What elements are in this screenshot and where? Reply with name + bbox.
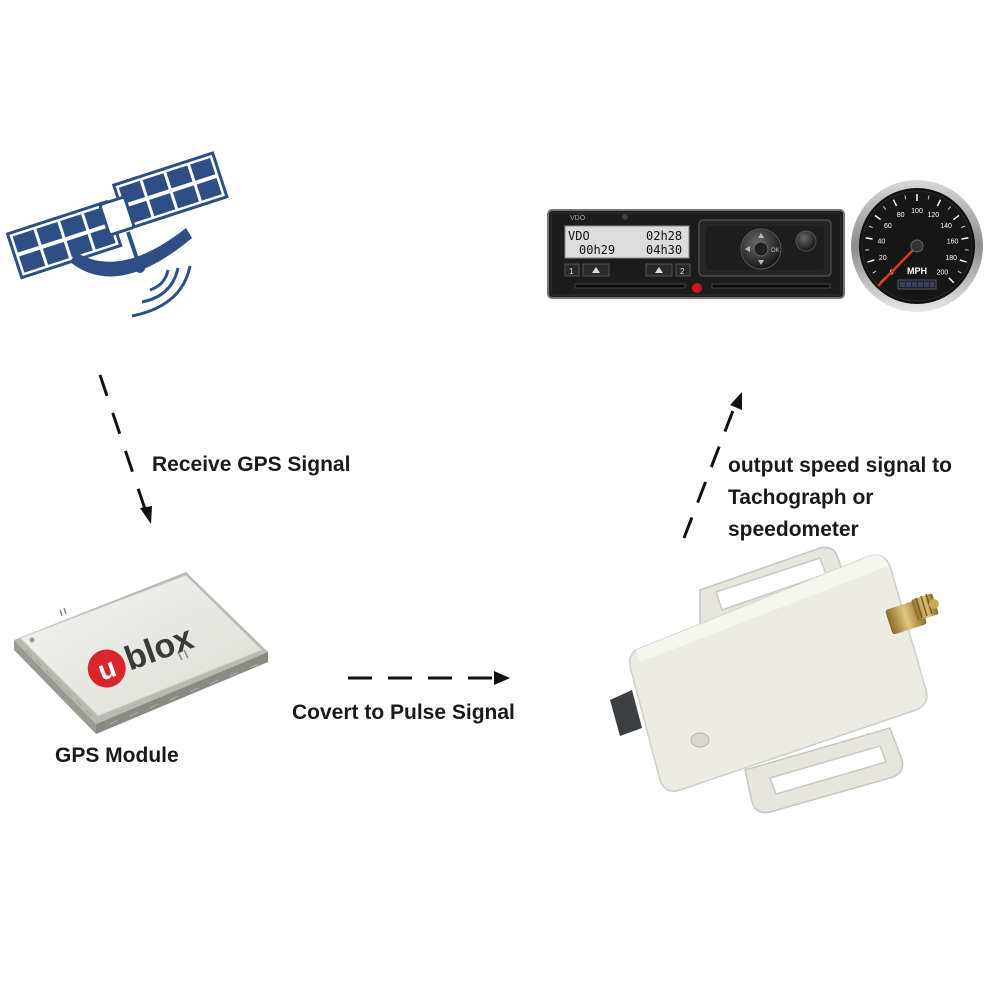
arrow-covert (348, 671, 510, 685)
speedometer-number: 100 (911, 208, 923, 215)
pulse-converter (610, 547, 939, 812)
speedometer-number: 40 (878, 238, 886, 245)
tachograph-button-1: 1 (569, 267, 574, 276)
display-line2-right: 04h30 (646, 243, 682, 257)
label-covert-to-pulse-signal: Covert to Pulse Signal (292, 700, 515, 726)
label-gps-module: GPS Module (55, 743, 179, 769)
tachograph-button-2: 2 (680, 267, 685, 276)
gps-module: u blox (14, 572, 268, 734)
speedometer-number: 20 (879, 255, 887, 262)
display-line1-left: VDO (568, 229, 590, 243)
display-line2-left: 00h29 (579, 243, 615, 257)
speedometer-number: 200 (937, 269, 949, 276)
label-receive-gps-signal: Receive GPS Signal (152, 452, 350, 478)
speedometer: 020406080100120140160180200 MPH (851, 180, 983, 312)
speedometer-number: 160 (947, 238, 959, 245)
speedometer-number: 120 (927, 212, 939, 219)
speedometer-number: 60 (884, 223, 892, 230)
tachograph-ok: OK (771, 248, 780, 254)
speedometer-number: 80 (897, 212, 905, 219)
arrow-receive (100, 375, 152, 524)
display-line1-right: 02h28 (646, 229, 682, 243)
tachograph-brand: VDO (570, 215, 586, 222)
speedometer-number: 180 (945, 255, 957, 262)
speedometer-number: 140 (940, 223, 952, 230)
label-output-speed-signal: output speed signal to Tachograph or spe… (728, 450, 952, 546)
tachograph: VDO VDO 02h28 00h29 04h30 1 2 OK (548, 210, 844, 298)
speedometer-unit: MPH (907, 266, 927, 276)
satellite-icon (8, 153, 227, 316)
